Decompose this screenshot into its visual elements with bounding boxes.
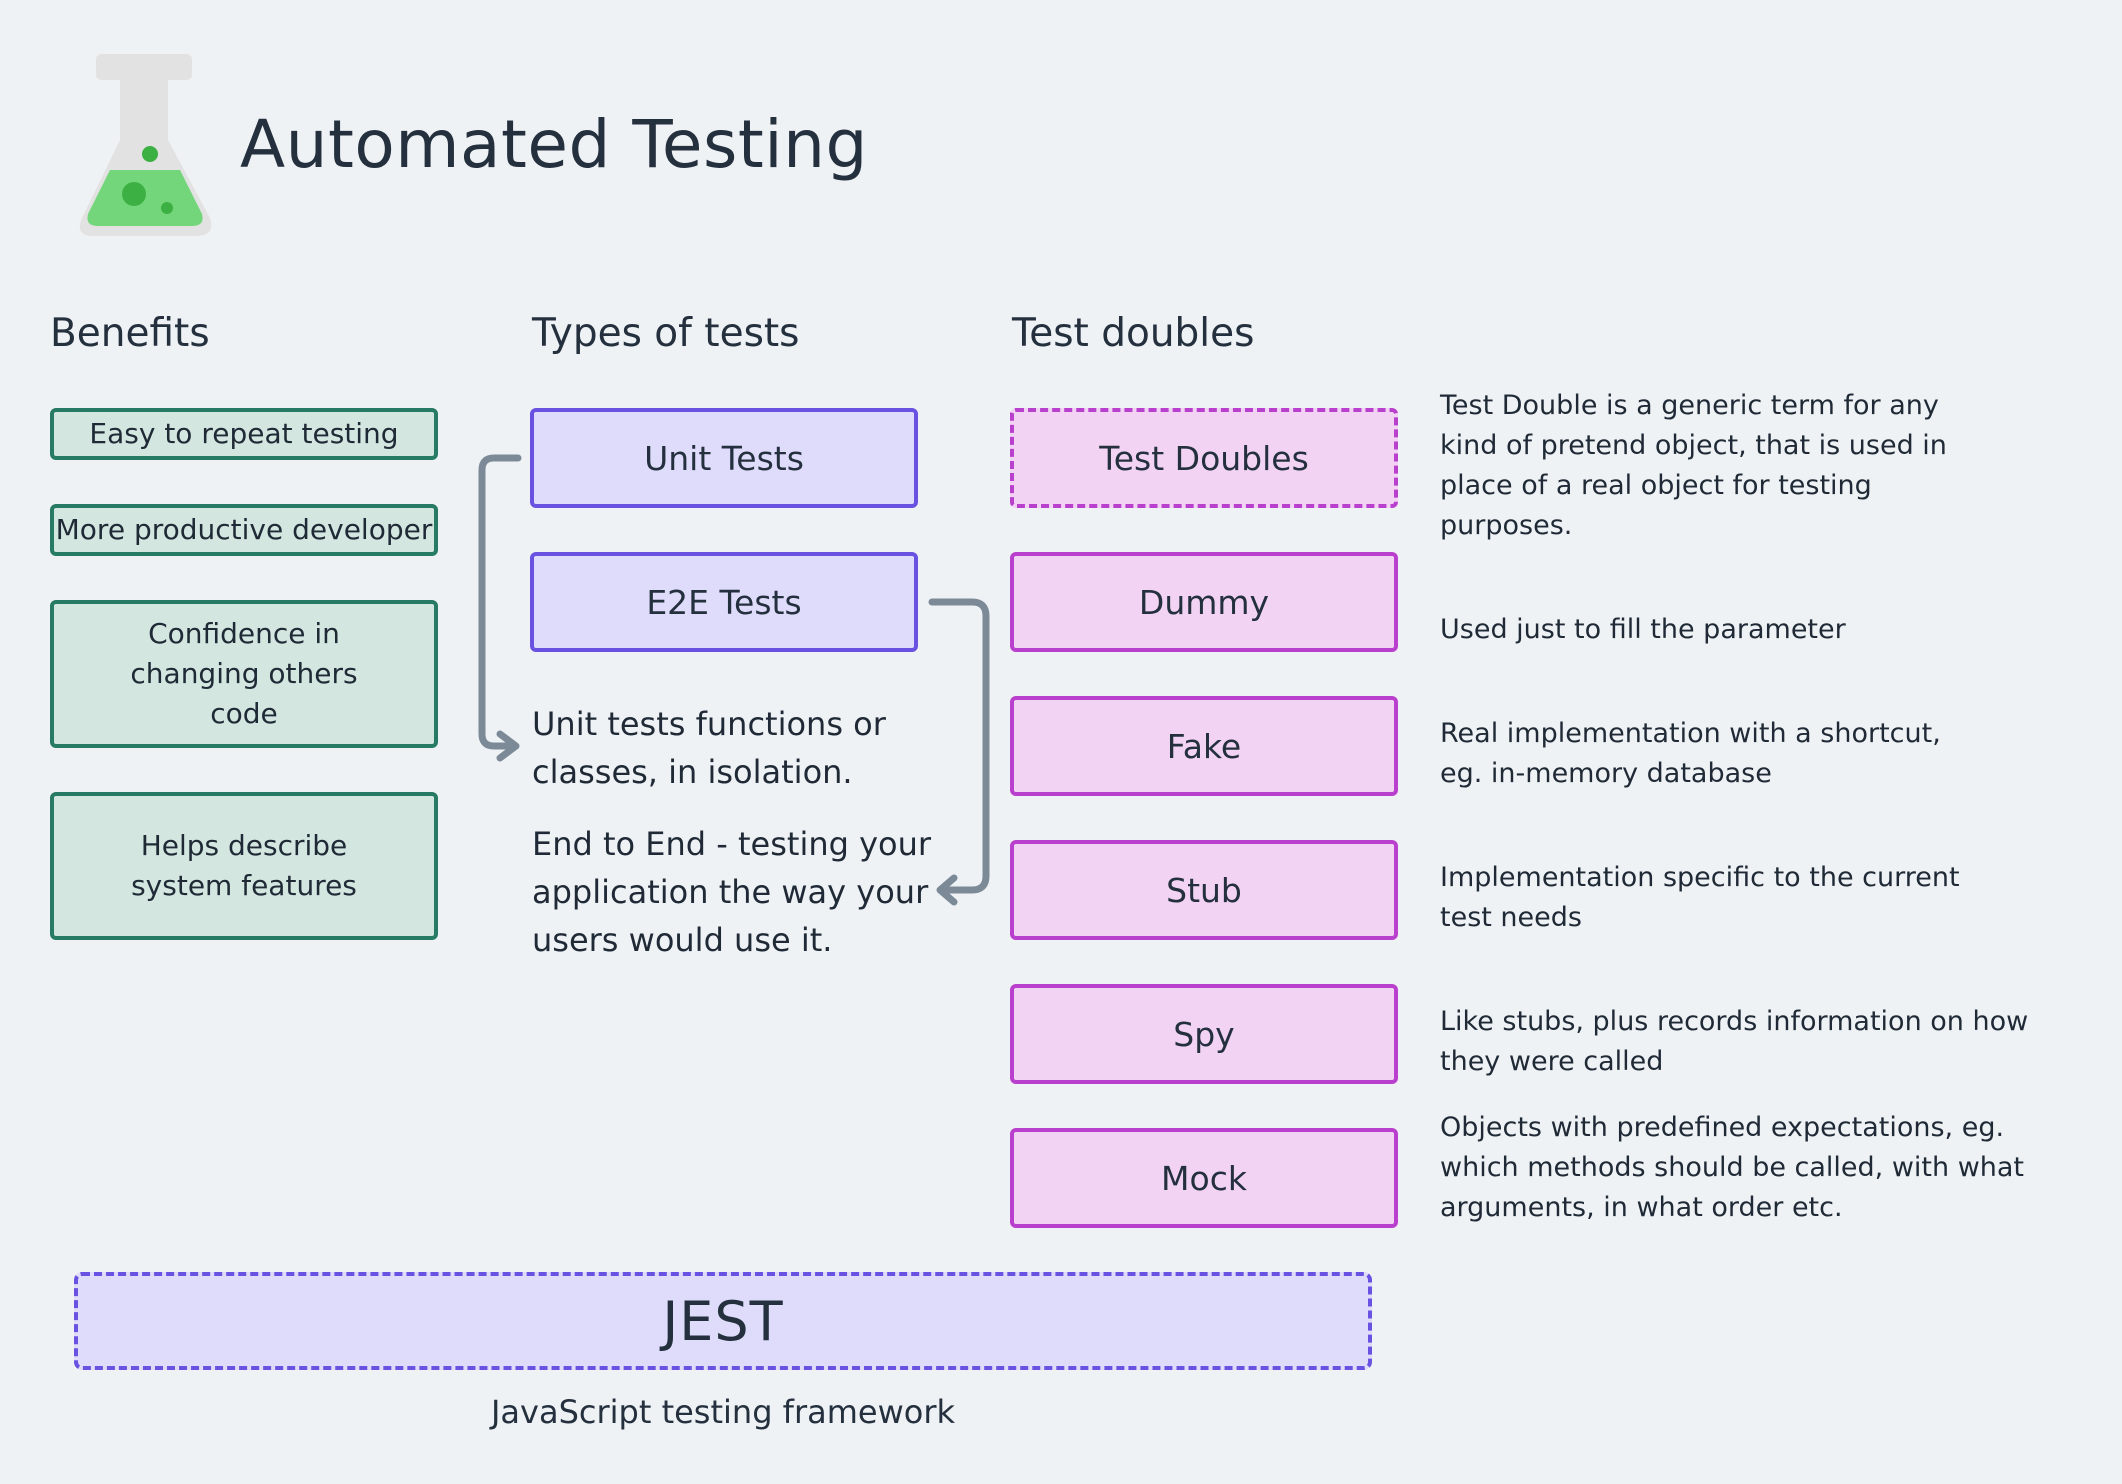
benefit-label: Easy to repeat testing: [89, 417, 399, 450]
framework-name: JEST: [662, 1289, 784, 1353]
stub-description: Implementation specific to the current t…: [1440, 862, 1960, 933]
dummy-description: Used just to fill the parameter: [1440, 614, 1846, 645]
fake-description: Real implementation with a shortcut, eg.…: [1440, 718, 1941, 789]
double-label: Dummy: [1138, 582, 1270, 622]
e2e-tests-note: End to End - testing your application th…: [532, 825, 932, 959]
spy-description: Like stubs, plus records information on …: [1440, 1006, 2029, 1077]
unit-connector-arrow: [478, 454, 522, 750]
test-type-label: E2E Tests: [646, 582, 802, 622]
dummy-box: Dummy: [1010, 552, 1398, 652]
types-heading: Types of tests: [532, 311, 800, 356]
benefit-item: More productive developer: [50, 504, 438, 556]
benefits-heading: Benefits: [50, 311, 210, 356]
test-doubles-box: Test Doubles: [1010, 408, 1398, 508]
benefit-item: Helps describe system features: [50, 792, 438, 940]
benefit-label: Confidence in changing others code: [130, 617, 358, 730]
unit-tests-box: Unit Tests: [530, 408, 918, 508]
double-label: Spy: [1173, 1014, 1235, 1054]
framework-caption: JavaScript testing framework: [490, 1393, 955, 1431]
flask-icon: [79, 54, 212, 236]
spy-box: Spy: [1010, 984, 1398, 1084]
double-label: Stub: [1166, 870, 1242, 910]
benefit-item: Easy to repeat testing: [50, 408, 438, 460]
doubles-heading: Test doubles: [1012, 311, 1255, 356]
test-doubles-description: Test Double is a generic term for any ki…: [1440, 390, 1947, 541]
double-label: Fake: [1166, 726, 1242, 766]
e2e-tests-box: E2E Tests: [530, 552, 918, 652]
benefit-item: Confidence in changing others code: [50, 600, 438, 748]
double-label: Mock: [1161, 1158, 1247, 1198]
jest-box: JEST: [74, 1272, 1372, 1370]
benefit-label: More productive developer: [55, 513, 433, 546]
stub-box: Stub: [1010, 840, 1398, 940]
page-title: Automated Testing: [240, 106, 868, 183]
double-label: Test Doubles: [1099, 438, 1309, 478]
e2e-connector-arrow: [928, 598, 990, 894]
benefit-label: Helps describe system features: [131, 829, 357, 902]
mock-description: Objects with predefined expectations, eg…: [1440, 1112, 2025, 1223]
test-type-label: Unit Tests: [644, 438, 804, 478]
fake-box: Fake: [1010, 696, 1398, 796]
unit-tests-note: Unit tests functions or classes, in isol…: [532, 705, 886, 791]
mock-box: Mock: [1010, 1128, 1398, 1228]
